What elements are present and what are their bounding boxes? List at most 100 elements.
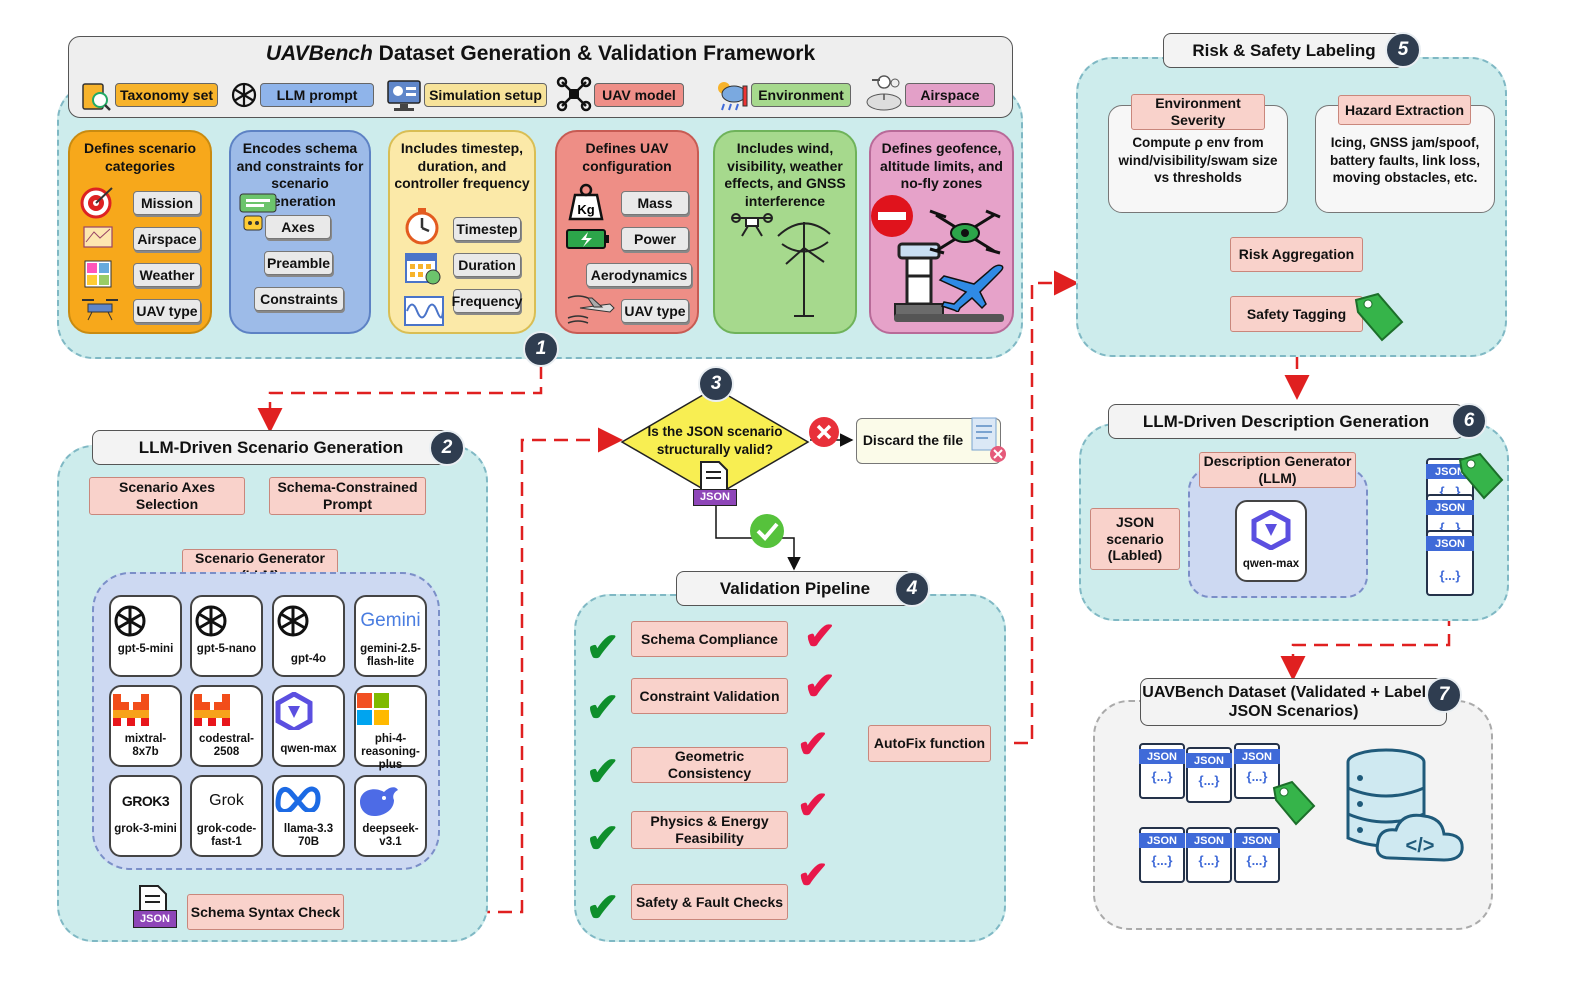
qwen-logo-icon	[1250, 510, 1292, 550]
svg-text:Kg: Kg	[577, 202, 594, 217]
legend-environment: Environment	[751, 83, 851, 107]
stopwatch-icon	[404, 207, 440, 245]
model-qwen-max: qwen-max	[272, 685, 345, 767]
wind-turbine-drone-icon	[728, 212, 844, 320]
model-label: gpt-5-mini	[117, 643, 174, 655]
tick-mark-icon: ✔	[797, 724, 829, 766]
chip-mass: Mass	[621, 191, 689, 215]
legend-airspace: Airspace	[905, 83, 995, 107]
qwen-logo-icon	[274, 692, 343, 730]
validity-question: Is the JSON scenario structurally valid?	[647, 424, 783, 457]
legend-simulation-setup: Simulation setup	[424, 83, 547, 107]
validation-step-geometric: Geometric Consistency	[631, 747, 788, 783]
airspace-base-bar	[894, 314, 1004, 322]
json-doc-icon: JSON {...}	[1186, 747, 1232, 803]
model-grok-code: Grok grok-code-fast-1	[190, 775, 263, 857]
airspace-map-icon	[82, 224, 114, 250]
mistral-logo-icon	[111, 692, 180, 730]
chip-power: Power	[621, 227, 689, 251]
aircraft-wind-icon	[566, 290, 616, 326]
openai-icon	[229, 80, 259, 110]
openai-logo-icon	[192, 602, 261, 640]
discard-box	[856, 418, 1001, 464]
svg-text:</>: </>	[1406, 835, 1435, 857]
badge-step-1: 1	[523, 331, 559, 367]
json-doc-header: JSON	[1186, 833, 1232, 848]
page-title: UAVBench Dataset Generation & Validation…	[265, 42, 816, 65]
json-doc-header: JSON	[1186, 753, 1232, 768]
tick-mark-icon: ✔	[804, 666, 836, 708]
env-severity-header: Environment Severity	[1131, 94, 1265, 130]
badge-step-5: 5	[1385, 32, 1421, 68]
chip-airspace: Airspace	[133, 227, 201, 251]
legend-taxonomy: Taxonomy set	[115, 83, 218, 107]
model-deepseek: deepseek-v3.1	[354, 775, 427, 857]
model-mixtral: mixtral-8x7b	[109, 685, 182, 767]
json-doc-icon: JSON {...}	[1234, 743, 1280, 799]
model-label: qwen-max	[280, 743, 337, 755]
deepseek-whale-icon	[356, 782, 425, 820]
model-gpt-4o: gpt-4o	[272, 595, 345, 677]
json-doc-header: JSON	[1426, 500, 1474, 515]
json-doc-icon: JSON {...}	[1234, 827, 1280, 883]
chip-mission: Mission	[133, 191, 201, 215]
qwen-model-label: qwen-max	[1242, 558, 1300, 570]
chatbot-icon	[238, 192, 280, 234]
flow-4-to-5	[992, 270, 1079, 745]
weight-kg-icon: Kg	[567, 183, 605, 221]
uav-type-icon	[80, 294, 120, 322]
control-tower-icon	[893, 238, 949, 324]
json-doc-icon: JSON {...}	[1426, 530, 1474, 596]
badge-step-4: 4	[894, 571, 930, 607]
json-doc-body: {...}	[1151, 853, 1173, 868]
category-airspace: Defines geofence, altitude limits, and n…	[869, 130, 1014, 334]
section-1-panel	[57, 84, 1023, 359]
tick-mark-icon: ✔	[797, 855, 829, 897]
drone-icon	[556, 76, 592, 112]
target-icon	[80, 186, 114, 220]
check-circle-icon: ✔	[586, 817, 620, 861]
json-doc-icon: JSON {...}	[1186, 827, 1232, 883]
green-tag-icon	[1270, 780, 1318, 828]
weather-icon	[712, 76, 750, 112]
weather-grid-icon	[84, 260, 112, 288]
json-doc-body: {...}	[1198, 773, 1220, 788]
model-label: grok-code-fast-1	[196, 823, 257, 849]
json-doc-body: {...}	[1151, 769, 1173, 784]
chip-weather: Weather	[133, 263, 201, 287]
schema-prompt-box: Schema-Constrained Prompt	[269, 477, 426, 515]
safety-tagging-box: Safety Tagging	[1230, 296, 1363, 332]
category-environment: Includes wind, visibility, weather effec…	[713, 130, 857, 334]
json-scenario-box: JSON scenario (Labled)	[1090, 508, 1180, 570]
airplane-icon	[936, 262, 1006, 312]
no-entry-icon	[869, 193, 915, 239]
model-label: gemini-2.5-flash-lite	[360, 643, 421, 669]
category-uav-model-title: Defines UAV configuration	[582, 140, 672, 174]
validation-step-constraint: Constraint Validation	[631, 678, 788, 714]
chip-duration: Duration	[453, 253, 521, 277]
risk-aggregation-box: Risk Aggregation	[1230, 237, 1363, 272]
check-circle-icon: ✔	[586, 626, 620, 670]
validation-step-safety: Safety & Fault Checks	[631, 884, 788, 920]
axes-selection-box: Scenario Axes Selection	[89, 477, 245, 515]
flow-1-to-2	[257, 365, 543, 433]
section-4-title: Validation Pipeline	[676, 571, 914, 606]
green-tag-icon	[1352, 292, 1406, 342]
json-doc-body: {...}	[1246, 853, 1268, 868]
chip-timestep: Timestep	[453, 217, 521, 241]
validation-step-physics: Physics & Energy Feasibility	[631, 811, 788, 849]
badge-step-3: 3	[698, 366, 734, 402]
json-label: JSON	[133, 910, 177, 928]
waveform-icon	[404, 296, 444, 326]
json-doc-body: {...}	[1439, 568, 1461, 583]
badge-step-2: 2	[429, 430, 465, 466]
taxonomy-icon	[80, 78, 112, 112]
chip-preamble: Preamble	[264, 251, 333, 275]
model-label: mixtral-8x7b	[124, 733, 167, 759]
model-gpt-5-mini: gpt-5-mini	[109, 595, 182, 677]
autofix-box: AutoFix function	[868, 725, 991, 762]
schema-syntax-check-box: Schema Syntax Check	[187, 894, 344, 930]
env-severity-text: Compute ρ env from wind/visibility/swam …	[1118, 135, 1278, 186]
category-llm-prompt-title: Encodes schema and constraints for scena…	[236, 140, 364, 209]
meta-logo-icon	[274, 782, 343, 820]
